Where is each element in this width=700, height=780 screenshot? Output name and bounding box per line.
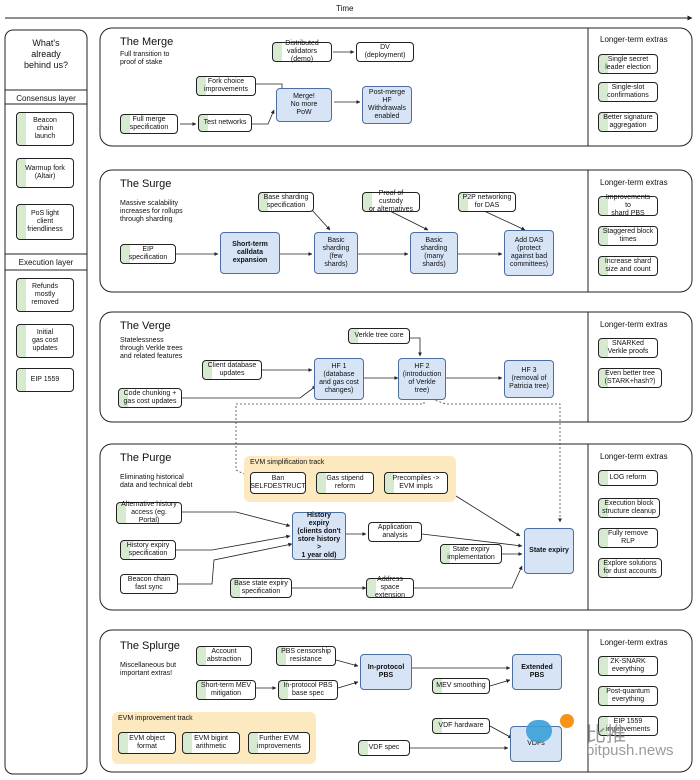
evm-object-format: EVM object format	[118, 732, 176, 754]
verkle-tree-core: Verkle tree core	[348, 328, 410, 344]
merge-title: The Merge	[120, 36, 174, 48]
fork-choice-improvements: Fork choice improvements	[196, 76, 256, 96]
address-space-extension: Address space extension	[366, 576, 414, 599]
vdf-spec: VDF spec	[358, 740, 410, 756]
proof-of-custody: Proof of custody or alternatives	[362, 190, 420, 213]
eip-1559: EIP 1559	[16, 368, 74, 392]
merge-extra-2: Single-slot confirmations	[598, 82, 658, 102]
eip-specification: EIP specification	[120, 244, 176, 264]
p2p-networking-das: P2P networking for DAS	[458, 192, 516, 212]
surge-subtitle: Massive scalability increases for rollup…	[120, 200, 183, 223]
gas-stipend-reform: Gas stipend reform	[316, 472, 374, 494]
merge-subtitle: Full transition to proof of stake	[120, 51, 170, 66]
beacon-chain-launch: Beacon chain launch	[16, 112, 74, 146]
verge-hf3: HF 3 (removal of Patricia tree)	[504, 360, 554, 398]
verge-extras-title: Longer-term extras	[600, 320, 668, 329]
execution-layer-title: Execution layer	[18, 258, 74, 267]
merge-extra-3: Better signature aggregation	[598, 112, 658, 132]
altair-warmup-fork: Warmup fork (Altair)	[16, 158, 74, 188]
surge-extra-2: Staggered block times	[598, 226, 658, 246]
verge-hf2: HF 2 (introduction of Verkle tree)	[398, 358, 446, 400]
verge-hf1: HF 1 (database and gas cost changes)	[314, 358, 364, 400]
test-networks: Test networks	[198, 114, 252, 132]
merge-extras-title: Longer-term extras	[600, 35, 668, 44]
further-evm-improvements: Further EVM improvements	[248, 732, 310, 754]
evm-improvement-title: EVM improvement track	[118, 715, 193, 722]
bitcoin-badge-icon	[560, 714, 574, 728]
in-protocol-pbs-base-spec: In-protocol PBS base spec	[278, 680, 338, 700]
splurge-title: The Splurge	[120, 640, 180, 652]
client-database-updates: Client database updates	[202, 360, 262, 380]
post-merge-hf: Post-merge HF Withdrawals enabled	[362, 86, 412, 124]
precompiles-evm: Precompiles -> EVM impls	[384, 472, 448, 494]
distributed-validators-demo: Distributed validators (demo)	[272, 40, 332, 63]
merge-extra-1: Single secret leader election	[598, 54, 658, 74]
surge-extras-title: Longer-term extras	[600, 178, 668, 187]
surge-title: The Surge	[120, 178, 172, 190]
splurge-extra-3: EIP 1559 improvements	[598, 716, 658, 736]
splurge-extras-title: Longer-term extras	[600, 638, 668, 647]
pbs-censorship-resistance: PBS censorship resistance	[276, 646, 336, 666]
vdf-hardware: VDF hardware	[432, 718, 490, 734]
purge-title: The Purge	[120, 452, 172, 464]
state-expiry-impl: State expiry implementation	[440, 544, 502, 564]
verge-title: The Verge	[120, 320, 171, 332]
purge-extra-3: Fully remove RLP	[598, 528, 658, 548]
purge-extra-2: Execution block structure cleanup	[598, 498, 660, 518]
splurge-extra-2: Post-quantum everything	[598, 686, 658, 706]
state-expiry: State expiry	[524, 528, 574, 574]
watermark-cn: 比推	[586, 724, 626, 746]
history-expiry-spec: History expiry specification	[120, 540, 176, 560]
base-state-expiry-spec: Base state expiry specification	[230, 578, 292, 598]
consensus-layer-title: Consensus layer	[16, 94, 76, 103]
history-expiry: History expiry (clients don't store hist…	[292, 512, 346, 560]
refunds-removed: Refunds mostly removed	[16, 278, 74, 312]
purge-extras-title: Longer-term extras	[600, 452, 668, 461]
time-label: Time	[336, 4, 354, 13]
mev-smoothing: MEV smoothing	[432, 678, 490, 694]
purge-subtitle: Eliminating historical data and technica…	[120, 474, 193, 489]
ban-selfdestruct: Ban SELFDESTRUCT	[250, 472, 306, 494]
initial-gas-cost-updates: Initial gas cost updates	[16, 324, 74, 358]
merge-node: Merge! No more PoW	[276, 88, 332, 122]
in-protocol-pbs: In-protocol PBS	[360, 654, 412, 690]
full-merge-spec: Full merge specification	[120, 114, 178, 134]
surge-extra-1: Improvements to shard PBS	[598, 194, 658, 217]
verge-subtitle: Statelessness through Verkle trees and r…	[120, 337, 183, 360]
alternative-history-access: Alternative history access (eg. Portal)	[116, 501, 182, 524]
extended-pbs: Extended PBS	[512, 654, 562, 690]
purge-extra-4: Explore solutions for dust accounts	[598, 558, 662, 578]
add-das: Add DAS (protect against bad committees)	[504, 230, 554, 276]
short-term-mev-mitigation: Short-term MEV mitigation	[196, 680, 256, 700]
account-abstraction: Account abstraction	[196, 646, 252, 666]
surge-extra-3: Increase shard size and count	[598, 256, 658, 276]
basic-sharding-few: Basic sharding (few shards)	[314, 232, 358, 274]
beacon-chain-fast-sync: Beacon chain fast sync	[120, 574, 178, 594]
splurge-subtitle: Miscellaneous but important extras!	[120, 662, 177, 677]
base-sharding-spec: Base sharding specification	[258, 192, 314, 212]
dv-deployment: DV (deployment)	[356, 42, 414, 62]
verge-extra-1: SNARKed Verkle proofs	[598, 338, 658, 358]
basic-sharding-many: Basic sharding (many shards)	[410, 232, 458, 274]
code-chunking: Code chunking + gas cost updates	[118, 388, 182, 408]
connectors	[176, 50, 526, 399]
watermark-en: bitpush.news	[586, 742, 674, 759]
verge-extra-2: Even better tree (STARK+hash?)	[598, 368, 662, 388]
pos-light-client: PoS light client friendliness	[16, 204, 74, 240]
application-analysis: Application analysis	[368, 522, 422, 542]
purge-extra-1: LOG reform	[598, 470, 658, 486]
short-term-calldata-expansion: Short-term calldata expansion	[220, 232, 280, 274]
left-panel-title: What's already behind us?	[23, 38, 69, 70]
splurge-extra-1: ZK-SNARK everything	[598, 656, 658, 676]
bird-logo-icon	[526, 720, 552, 742]
evm-simplification-title: EVM simplification track	[250, 459, 325, 466]
evm-bigint-arithmetic: EVM bigint arithmetic	[182, 732, 240, 754]
